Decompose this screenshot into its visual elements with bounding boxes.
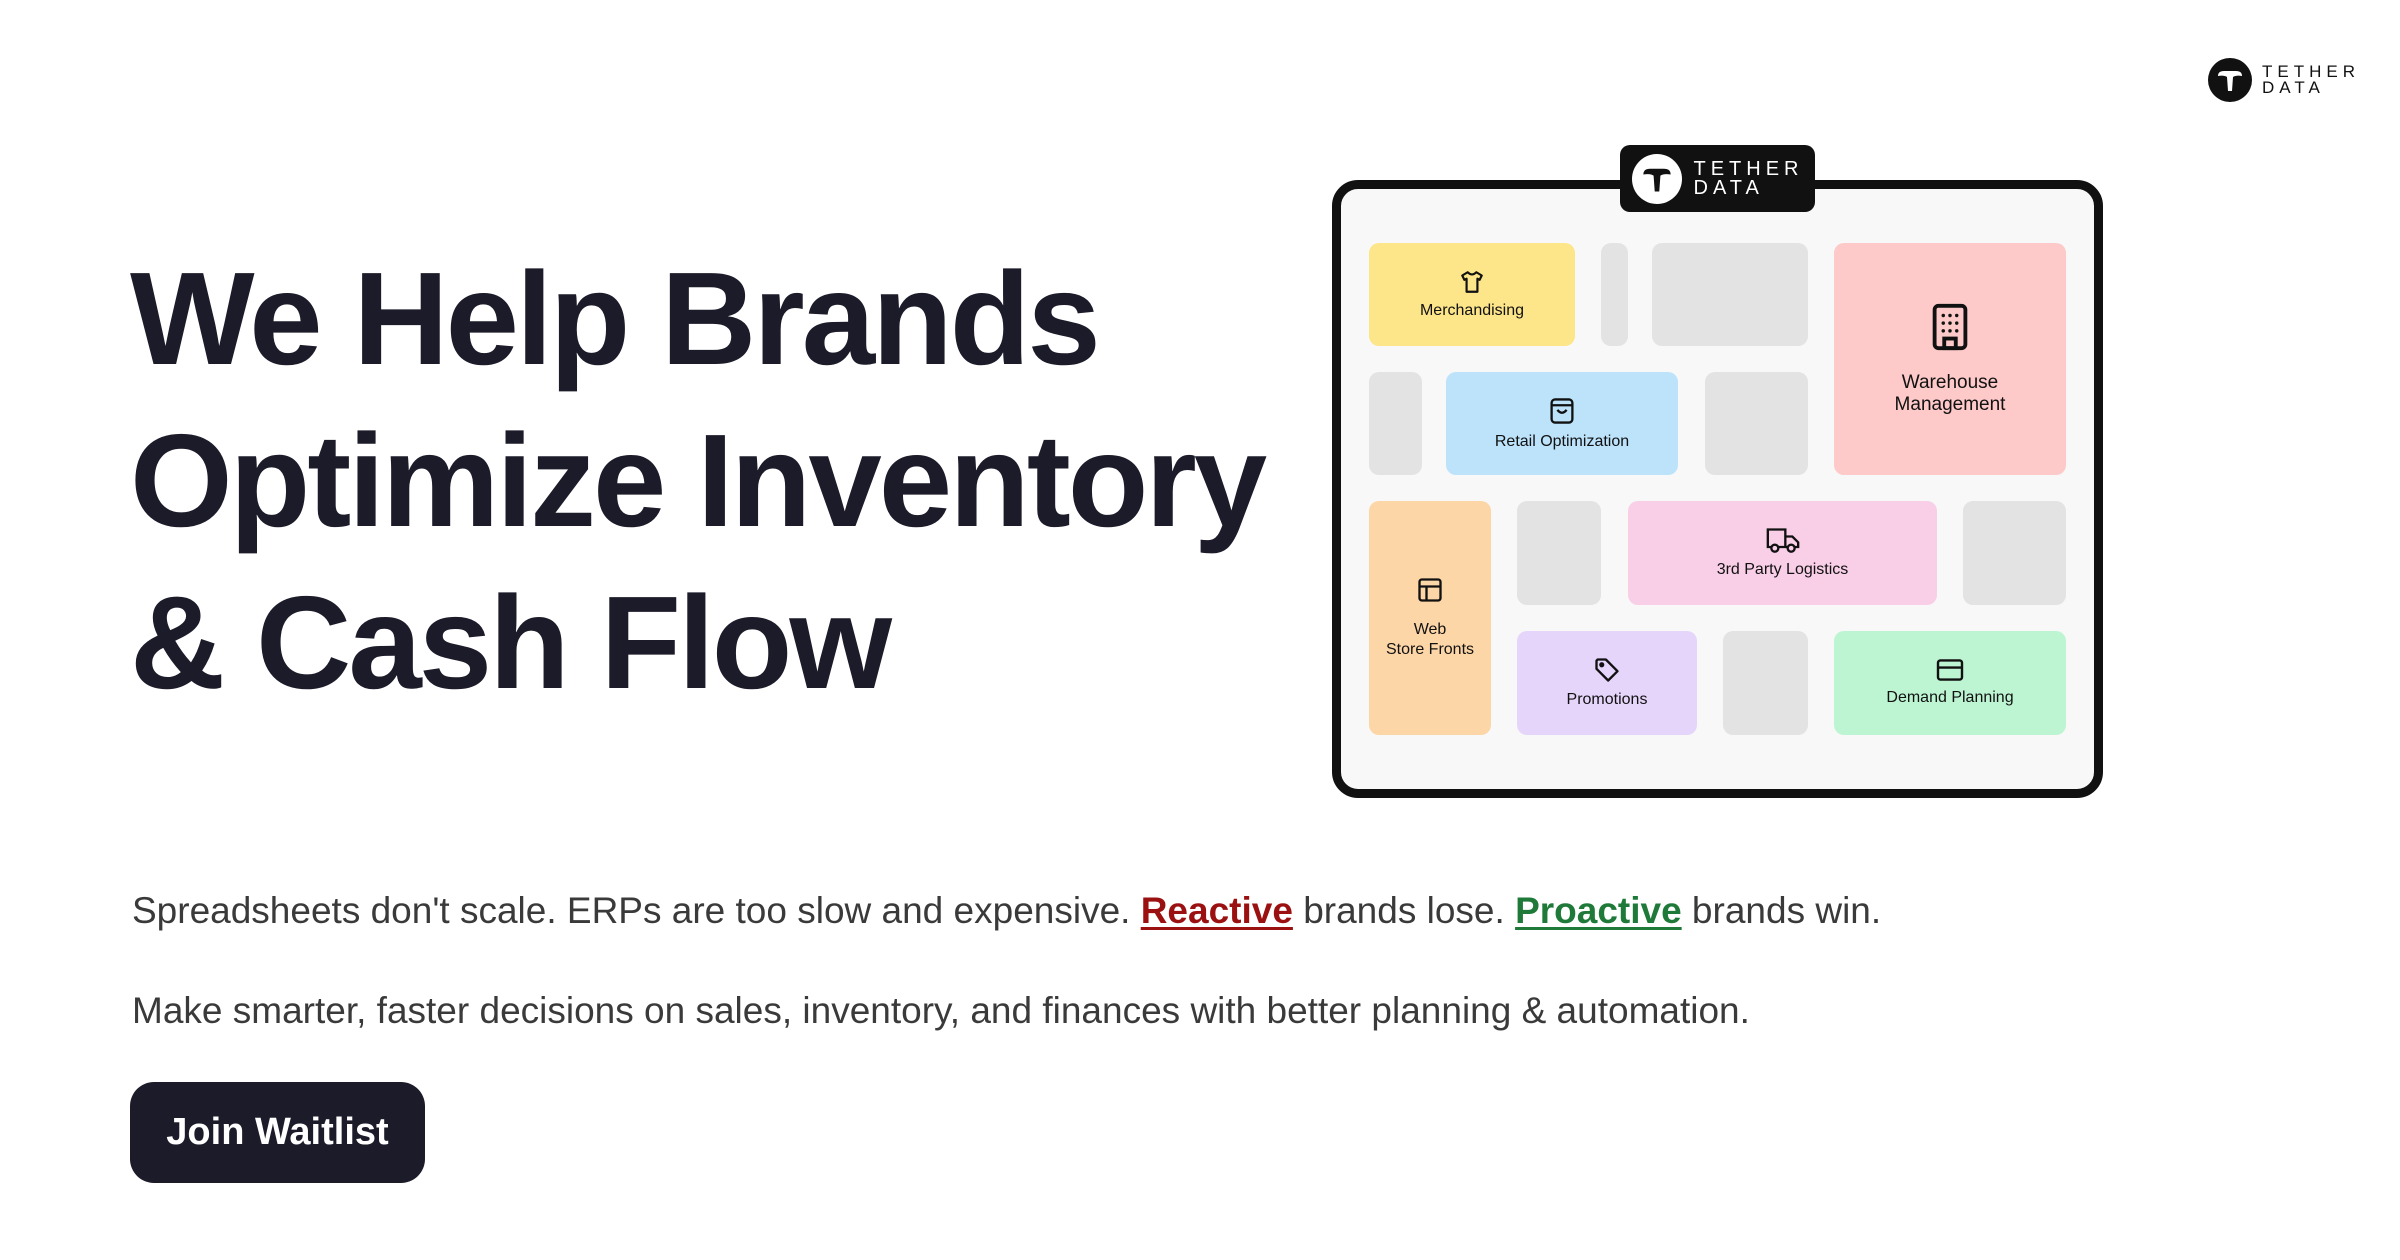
join-waitlist-button[interactable]: Join Waitlist bbox=[130, 1082, 425, 1183]
headline-line1: We Help Brands bbox=[130, 245, 1101, 392]
intro-part3: brands win. bbox=[1681, 890, 1882, 931]
page-title: We Help Brands Optimize Inventory & Cash… bbox=[130, 238, 1267, 724]
placeholder-tile bbox=[1601, 243, 1628, 346]
placeholder-tile bbox=[1369, 372, 1422, 475]
tile-merchandising: Merchandising bbox=[1369, 243, 1575, 346]
tether-logo-icon bbox=[1631, 153, 1682, 204]
shopping-bag-icon bbox=[1550, 397, 1574, 424]
headline-line3: & Cash Flow bbox=[130, 569, 892, 716]
tile-promotions: Promotions bbox=[1517, 631, 1697, 735]
brand-logo[interactable]: TETHER DATA bbox=[2208, 58, 2360, 102]
placeholder-tile bbox=[1705, 372, 1808, 475]
placeholder-tile bbox=[1517, 501, 1601, 605]
tab-brand-line1: TETHER bbox=[1693, 157, 1804, 180]
tile-label: Demand Planning bbox=[1886, 689, 2014, 706]
building-icon bbox=[1932, 303, 1968, 351]
tag-icon bbox=[1595, 658, 1619, 682]
proactive-link[interactable]: Proactive bbox=[1515, 890, 1682, 931]
tile-label-line1: Web bbox=[1413, 621, 1447, 638]
tile-label-line1: Warehouse bbox=[1901, 372, 1999, 393]
tile-label: Retail Optimization bbox=[1494, 432, 1630, 450]
truck-icon bbox=[1766, 528, 1799, 553]
tile-label: Promotions bbox=[1566, 691, 1648, 708]
placeholder-tile bbox=[1652, 243, 1808, 346]
tile-3rd-party-logistics: 3rd Party Logistics bbox=[1628, 501, 1937, 605]
intro-part2: brands lose. bbox=[1292, 890, 1516, 931]
brand-line1: TETHER bbox=[2262, 62, 2360, 81]
layout-icon bbox=[1418, 578, 1442, 602]
intro-text: Spreadsheets don't scale. ERPs are too s… bbox=[132, 890, 1881, 932]
tile-label-line2: Management bbox=[1894, 394, 2006, 415]
tab-brand-line2: DATA bbox=[1693, 176, 1764, 199]
tile-retail-optimization: Retail Optimization bbox=[1446, 372, 1678, 475]
tether-logo-icon bbox=[2208, 58, 2252, 102]
brand-line2: DATA bbox=[2262, 78, 2325, 97]
tile-web-store-fronts: Web Store Fronts bbox=[1369, 501, 1491, 735]
reactive-link[interactable]: Reactive bbox=[1140, 890, 1293, 931]
diagram-brand-tab: TETHER DATA bbox=[1620, 145, 1815, 212]
tile-warehouse-management: Warehouse Management bbox=[1834, 243, 2066, 475]
headline-line2: Optimize Inventory bbox=[130, 407, 1267, 554]
shirt-icon bbox=[1461, 270, 1483, 293]
tile-label: Merchandising bbox=[1419, 301, 1525, 319]
intro-part1: Spreadsheets don't scale. ERPs are too s… bbox=[132, 890, 1141, 931]
tile-label: 3rd Party Logistics bbox=[1716, 561, 1849, 578]
placeholder-tile bbox=[1963, 501, 2066, 605]
tile-demand-planning: Demand Planning bbox=[1834, 631, 2066, 735]
tile-label-line2: Store Fronts bbox=[1385, 641, 1475, 658]
placeholder-tile bbox=[1723, 631, 1808, 735]
card-icon bbox=[1936, 659, 1964, 681]
subtext: Make smarter, faster decisions on sales,… bbox=[132, 990, 1750, 1031]
